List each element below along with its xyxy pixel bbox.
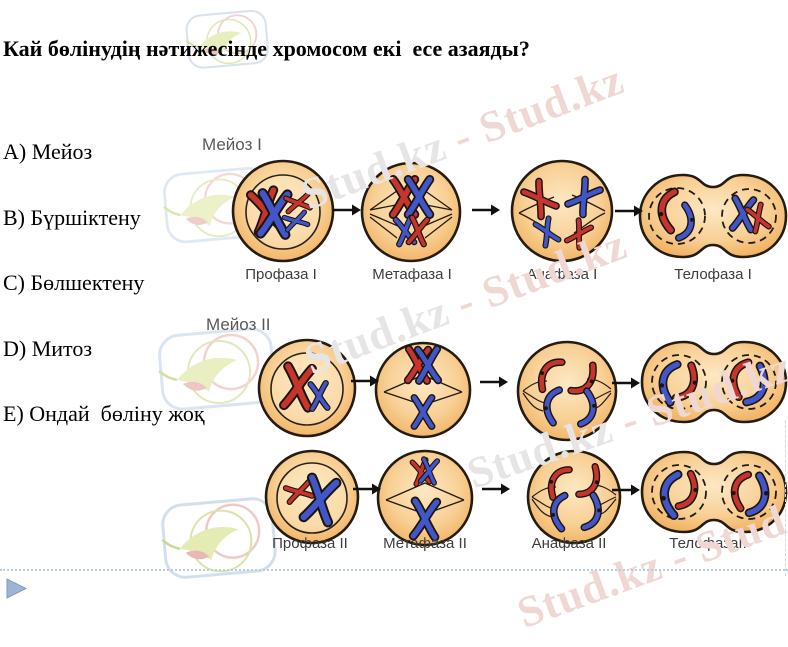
arrow-right-icon [481, 482, 511, 496]
stage-label-metaphase-1: Метафаза I [372, 266, 452, 283]
answer-options: A) Мейоз B) Бүршіктену C) Бөлшектену D) … [3, 101, 663, 465]
cell-telophase-2-upper [640, 340, 788, 424]
watermark-segment: Stud.kz [510, 540, 669, 638]
option-d: D) Митоз [3, 335, 93, 361]
cell-anaphase-2-lower [526, 449, 622, 545]
stage-label-telophase-1: Телофаза I [674, 266, 752, 283]
right-dashed-border [785, 420, 786, 576]
cell-metaphase-2-lower [376, 449, 474, 547]
arrow-right-icon [352, 482, 382, 496]
stage-label-prophase-2: Профаза II [272, 535, 348, 552]
meiosis2-label: Мейоз II [206, 315, 271, 334]
cell-anaphase-1 [510, 159, 614, 263]
option-a: A) Мейоз [3, 139, 93, 164]
stage-label-metaphase-2: Метафаза II [383, 535, 467, 552]
stage-label-anaphase-2: Анафаза II [531, 535, 607, 552]
cell-telophase-2-lower [640, 450, 788, 534]
question-title: Кай бөлінудің нәтижесінде хромосом екі е… [3, 36, 530, 61]
play-triangle-icon[interactable] [5, 578, 29, 600]
cell-telophase-1 [638, 173, 788, 259]
cell-metaphase-2-upper [374, 341, 472, 439]
stage-label-prophase-1: Профаза I [245, 266, 317, 283]
option-c: C) Бөлшектену [3, 270, 145, 296]
meiosis1-label: Мейоз I [202, 135, 262, 154]
cell-prophase-2-lower [264, 449, 360, 545]
cell-metaphase-1 [360, 161, 462, 263]
stage-label-telophase-2: ТелофазаII [669, 535, 747, 552]
dotted-divider [0, 569, 788, 571]
stage-label-anaphase-1: Анафаза I [526, 266, 598, 283]
cell-prophase-2-upper [257, 338, 357, 438]
question-block: Кай бөлінудің нәтижесінде хромосом екі е… [3, 0, 663, 483]
cell-anaphase-2-upper [516, 340, 618, 442]
arrow-right-icon [611, 483, 641, 497]
option-e: E) Ондай бөліну жоқ [3, 401, 205, 427]
option-b: B) Бүршіктену [3, 204, 141, 230]
